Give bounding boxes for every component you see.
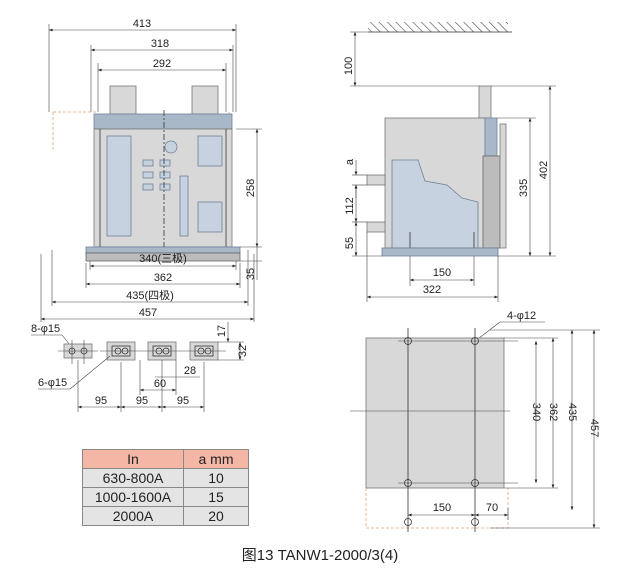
dim-318: 318 (151, 38, 169, 50)
table-header-row: In a mm (82, 449, 249, 469)
dim-150-base: 150 (433, 502, 451, 514)
dim-112: 112 (344, 197, 356, 215)
dim-70-base: 70 (486, 502, 498, 514)
terminal-view: 8-φ15 6-φ15 17 32 28 (31, 322, 249, 412)
front-view: 413 318 292 (40, 18, 262, 322)
dim-4-phi12: 4-φ12 (507, 310, 536, 322)
cell-a-value: 15 (183, 487, 249, 507)
dim-100: 100 (343, 57, 355, 75)
header-in: In (82, 449, 184, 469)
dim-435-base: 435 (566, 403, 578, 421)
dim-258: 258 (245, 179, 257, 197)
dim-32: 32 (237, 345, 249, 357)
dim-95-a: 95 (95, 395, 107, 407)
cell-a-value: 20 (183, 506, 249, 526)
dim-55: 55 (344, 237, 356, 249)
dim-35: 35 (245, 268, 257, 280)
dim-335: 335 (518, 179, 530, 197)
dim-292: 292 (153, 58, 171, 70)
dim-150-side: 150 (433, 267, 451, 279)
dim-457-base: 457 (588, 419, 600, 437)
dim-457: 457 (139, 307, 157, 319)
dim-17: 17 (216, 325, 228, 337)
dim-413: 413 (133, 18, 151, 30)
table-row: 2000A 20 (82, 506, 249, 526)
dim-6-phi15: 6-φ15 (38, 377, 67, 389)
spec-table: In a mm 630-800A 10 1000-1600A 15 2000A … (82, 449, 249, 526)
dim-28: 28 (184, 365, 196, 377)
dim-95-c: 95 (177, 395, 189, 407)
cell-current: 2000A (82, 506, 184, 526)
cell-current: 1000-1600A (82, 487, 184, 507)
cell-current: 630-800A (82, 468, 184, 488)
dim-402: 402 (538, 161, 550, 179)
dim-a: a (344, 158, 356, 165)
dim-435-four-pole: 435(四极) (126, 288, 174, 302)
header-a-mm: a mm (183, 449, 249, 469)
dim-95-b: 95 (136, 395, 148, 407)
table-row: 630-800A 10 (82, 468, 249, 488)
cell-a-value: 10 (183, 468, 249, 488)
dim-340-three-pole: 340(三极) (139, 251, 187, 265)
figure-caption: 图13 TANW1-2000/3(4) (241, 547, 399, 564)
dim-362-base: 362 (547, 403, 559, 421)
table-row: 1000-1600A 15 (82, 487, 249, 507)
dim-322: 322 (423, 284, 441, 296)
dim-340-base: 340 (530, 403, 542, 421)
dim-362: 362 (154, 272, 172, 284)
dim-60: 60 (154, 378, 166, 390)
dim-8-phi15: 8-φ15 (31, 323, 60, 335)
base-view: 4-φ12 340 362 435 457 150 (350, 310, 600, 532)
side-view: 100 a 112 55 335 (343, 22, 556, 302)
